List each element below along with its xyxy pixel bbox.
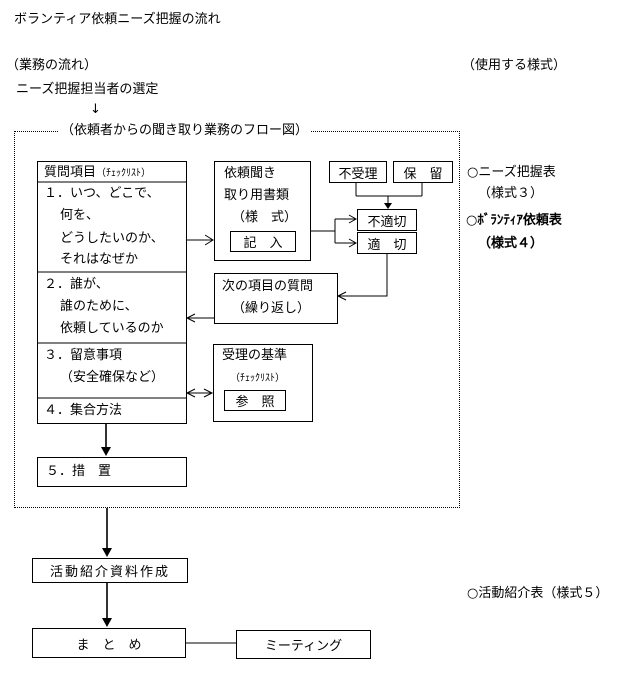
assign-step: ニーズ把握担当者の選定 — [16, 82, 159, 97]
forms-header: （使用する様式） — [462, 58, 567, 73]
q4-line: ４．集合方法 — [44, 403, 123, 418]
activity-box: 活動紹介資料作成 — [32, 558, 188, 583]
q1-line-4: それはなぜか — [60, 252, 139, 267]
inappropriate-label: 不適切 — [367, 214, 407, 230]
reject-box: 不受理 — [329, 161, 387, 183]
next-question-line-2: （繰り返し） — [232, 301, 311, 316]
reference-label: 参 照 — [235, 395, 275, 410]
interview-flow-title: （依頼者からの聞き取り業務のフロー図） — [58, 123, 312, 139]
q2-line-2: 誰のために、 — [60, 299, 138, 314]
measure-box — [37, 457, 187, 487]
activity-label: 活動紹介資料作成 — [49, 565, 170, 580]
docs-line-1: 依頼聞き — [224, 166, 277, 181]
form-needs-sheet-sub: （様式３） — [478, 186, 544, 201]
next-question-box — [214, 273, 338, 324]
question-items-box — [37, 161, 187, 424]
meeting-box: ミーティング — [236, 630, 371, 659]
q1-line-3: どうしたいのか、 — [60, 231, 164, 246]
inappropriate-box: 不適切 — [357, 209, 417, 231]
acceptance-title: 受理の基準 — [222, 348, 288, 363]
hold-box: 保 留 — [393, 161, 453, 183]
question-header: 質問項目（ﾁｪｯｸﾘｽﾄ） — [44, 165, 151, 182]
form-volunteer-request: ○ﾎﾞﾗﾝﾃｨｱ依頼表 — [466, 213, 562, 228]
docs-line-3: （様 式） — [232, 210, 298, 225]
entry-label: 記 入 — [243, 236, 283, 251]
q3-line-1: ３．留意事項 — [44, 348, 123, 363]
summary-box: ま と め — [32, 628, 186, 658]
reference-box: 参 照 — [224, 390, 286, 411]
acceptance-note: （ﾁｪｯｸﾘｽﾄ） — [230, 373, 285, 384]
reject-label: 不受理 — [338, 166, 378, 182]
page-title: ボランティア依頼ニーズ把握の流れ — [14, 12, 221, 27]
docs-line-2: 取り用書類 — [224, 188, 290, 203]
q2-line-3: 依頼しているのか — [60, 321, 164, 336]
next-question-line-1: 次の項目の質問 — [222, 279, 314, 294]
q1-line-2: 何を、 — [60, 208, 100, 223]
summary-label: ま と め — [76, 637, 142, 653]
appropriate-label: 適 切 — [367, 237, 407, 253]
q3-line-2: （安全確保など） — [60, 370, 165, 385]
question-header-note: （ﾁｪｯｸﾘｽﾄ） — [96, 168, 152, 179]
q1-line-1: １．いつ、どこで、 — [44, 186, 160, 201]
workflow-header: （業務の流れ） — [6, 58, 98, 73]
q2-line-1: ２．誰が、 — [44, 277, 109, 292]
form-needs-sheet: ○ニーズ把握表 — [467, 165, 556, 180]
question-header-label: 質問項目 — [44, 165, 97, 180]
form-volunteer-request-sub: （様式４） — [478, 236, 544, 251]
down-arrow-icon: ↓ — [90, 102, 101, 117]
appropriate-box: 適 切 — [357, 232, 417, 254]
measure-label: ５．措 置 — [46, 464, 112, 479]
form-activity-intro: ○活動紹介表（様式５） — [467, 586, 609, 601]
meeting-label: ミーティング — [264, 639, 343, 654]
entry-box: 記 入 — [230, 231, 296, 252]
hold-label: 保 留 — [403, 166, 443, 182]
